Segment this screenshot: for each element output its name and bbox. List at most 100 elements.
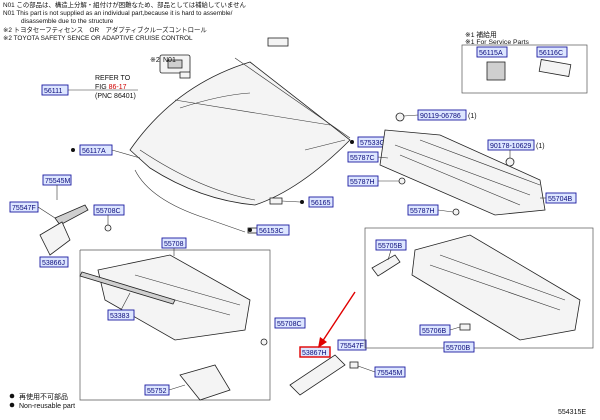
part-label-56115a[interactable]: 56115A	[476, 46, 508, 58]
part-label-75545m-bottom[interactable]: 75545M	[374, 366, 406, 378]
service-parts-jp: ※1 補給用	[465, 32, 497, 39]
part-label-53383[interactable]: 53383	[107, 309, 135, 321]
part-label-55708[interactable]: 55708	[161, 237, 187, 249]
clip-55787h-bottom	[452, 208, 460, 216]
part-label-55700b[interactable]: 55700B	[443, 341, 475, 353]
refer-line3: (PNC 86401)	[95, 93, 136, 100]
windshield-glass	[129, 61, 351, 206]
cowl-inner-panel-55700b	[411, 234, 581, 341]
part-label-55787h-left[interactable]: 55787H	[347, 175, 379, 187]
legend: 再使用不可部品 Non-reusable part	[9, 392, 75, 410]
service-parts-en: ※1 For Service Parts	[465, 39, 529, 46]
svg-text:55708: 55708	[164, 241, 184, 248]
part-label-56117a[interactable]: 56117A	[71, 144, 113, 156]
svg-text:55706B: 55706B	[422, 328, 446, 335]
svg-text:75547F: 75547F	[12, 205, 36, 212]
nut-90178	[505, 157, 515, 167]
svg-text:56165: 56165	[311, 200, 331, 207]
svg-text:55708C: 55708C	[277, 321, 302, 328]
svg-text:90119-06786: 90119-06786	[420, 113, 461, 120]
svg-text:57533G: 57533G	[360, 140, 385, 147]
bracket-55705b	[371, 254, 401, 277]
svg-text:56116C: 56116C	[539, 50, 563, 57]
frame-cowl-left	[79, 249, 271, 401]
frame-cowl-right	[364, 227, 594, 349]
part-label-55704b[interactable]: 55704B	[545, 192, 577, 204]
note-n01-en-2: disassemble due to the structure	[21, 18, 114, 25]
note-n02-jp: ※2 トヨタセーフティセンス OR アダプティブクルーズコントロール	[3, 27, 207, 34]
clip-55708c-top	[104, 224, 112, 232]
svg-text:55704B: 55704B	[548, 196, 572, 203]
clip-small	[179, 71, 191, 79]
part-label-56165[interactable]: 56165	[300, 196, 334, 208]
svg-text:53383: 53383	[110, 313, 130, 320]
inner-strip	[179, 92, 251, 109]
refer-line1: REFER TO	[95, 75, 131, 82]
end-piece-55752	[179, 364, 231, 401]
note-n01-en-1: N01 This part is not supplied as an indi…	[3, 10, 233, 17]
svg-text:55700B: 55700B	[446, 345, 470, 352]
cowl-panel-55708	[97, 254, 251, 341]
svg-text:55787H: 55787H	[410, 208, 435, 215]
service-strip-56116c	[538, 59, 572, 77]
part-label-56153c[interactable]: 56153C	[248, 224, 290, 236]
svg-text:53867H: 53867H	[302, 350, 327, 357]
part-label-56111[interactable]: 56111	[41, 84, 69, 96]
lower-molding	[134, 169, 246, 233]
svg-text:75545M: 75545M	[45, 178, 70, 185]
highlight-arrowhead	[318, 337, 327, 348]
part-label-57533g[interactable]: 57533G	[350, 136, 389, 148]
part-label-55708c-bottom[interactable]: 55708C	[274, 317, 306, 329]
part-label-90178-10629[interactable]: 90178-10629	[487, 139, 535, 151]
qty-90178: (1)	[536, 143, 545, 150]
qty-90119: (1)	[468, 113, 477, 120]
svg-text:56111: 56111	[44, 88, 63, 95]
svg-text:55787C: 55787C	[350, 155, 375, 162]
part-label-56116c[interactable]: 56116C	[536, 46, 568, 58]
part-label-53867h[interactable]: 53867H	[299, 346, 331, 358]
cowl-top-panel-55704b	[379, 129, 546, 216]
clip-55787h-left	[398, 177, 406, 185]
sensor-bracket	[159, 54, 191, 74]
part-label-75545m-top[interactable]: 75545M	[42, 174, 72, 186]
svg-text:55705B: 55705B	[378, 243, 402, 250]
seal-53383	[79, 271, 176, 305]
clip-55708c-bottom	[260, 338, 268, 346]
svg-text:75547F: 75547F	[340, 343, 364, 350]
part-label-55752[interactable]: 55752	[144, 384, 170, 396]
svg-text:56117A: 56117A	[82, 148, 106, 155]
side-molding	[304, 139, 346, 151]
part-label-53866j[interactable]: 53866J	[39, 256, 69, 268]
part-label-55706b[interactable]: 55706B	[419, 324, 451, 336]
svg-text:53866J: 53866J	[42, 260, 65, 267]
part-label-55787c[interactable]: 55787C	[347, 151, 379, 163]
svg-text:56153C: 56153C	[259, 228, 284, 235]
svg-text:56115A: 56115A	[479, 50, 503, 57]
svg-text:55708C: 55708C	[96, 208, 121, 215]
highlight-arrow	[321, 291, 356, 343]
svg-text:55787H: 55787H	[350, 179, 375, 186]
svg-text:75545M: 75545M	[377, 370, 402, 377]
refer-code: N01	[163, 57, 176, 64]
svg-text:Non-reusable part: Non-reusable part	[19, 403, 75, 410]
part-label-75547f-left[interactable]: 75547F	[9, 201, 39, 213]
diagram-id: 554315E	[558, 409, 586, 416]
clip-56165	[269, 197, 283, 205]
part-label-55787h-bottom[interactable]: 55787H	[407, 204, 439, 216]
svg-text:90178-10629: 90178-10629	[490, 143, 531, 150]
part-label-90119-06786[interactable]: 90119-06786	[417, 109, 467, 121]
part-label-55708c-top[interactable]: 55708C	[93, 204, 125, 216]
clip-55706b	[459, 323, 471, 331]
part-label-55705b[interactable]: 55705B	[375, 239, 407, 251]
note-n01-jp: N01 この部品は、構造上分解・組付けが困難なため、部品としては補給していません	[3, 2, 246, 9]
top-molding	[234, 57, 351, 139]
seal-53867h	[289, 354, 346, 396]
refer-fig-link[interactable]: 86-17	[109, 84, 127, 91]
refer-line2: FIG 86-17	[95, 84, 127, 91]
part-label-75547f-bottom[interactable]: 75547F	[337, 339, 367, 351]
svg-text:55752: 55752	[147, 388, 167, 395]
bolt-90119	[395, 112, 405, 122]
service-clip-56115a	[486, 61, 506, 81]
note-n02-en: ※2 TOYOTA SAFETY SENCE OR ADAPTIVE CRUIS…	[3, 35, 193, 42]
